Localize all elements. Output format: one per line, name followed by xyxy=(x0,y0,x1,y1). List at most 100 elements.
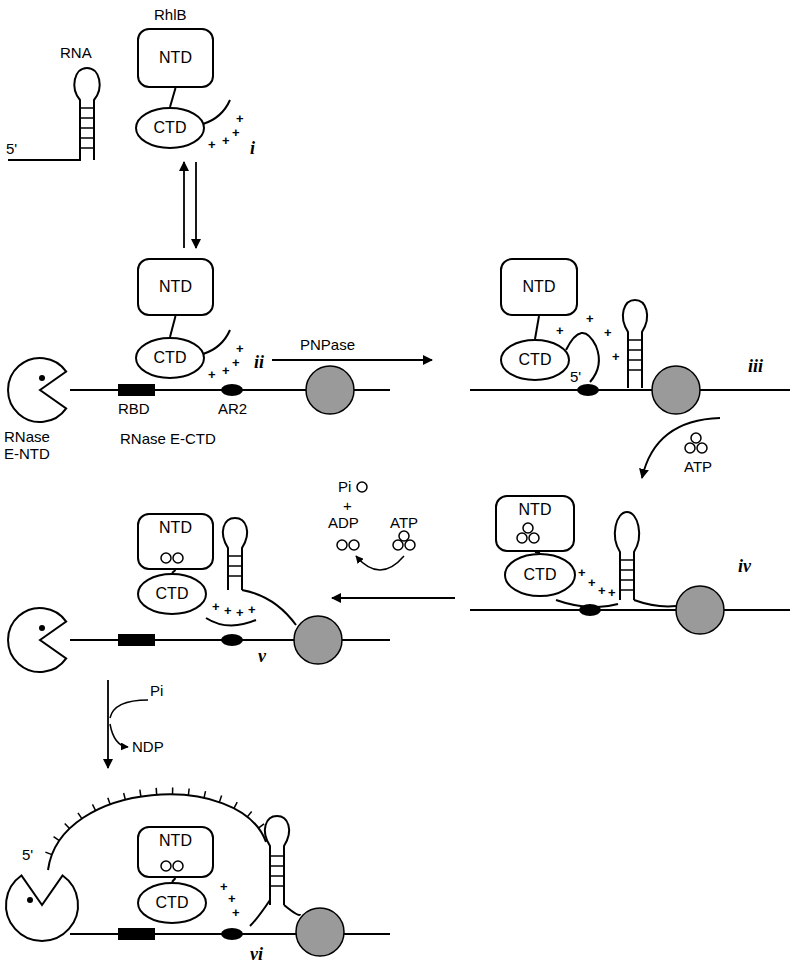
protein-name: RNase E-CTD xyxy=(120,430,216,447)
drawing-stroke xyxy=(161,861,171,871)
ar2-blob xyxy=(577,384,599,396)
drawing-stroke xyxy=(628,339,642,341)
rna-hairpin xyxy=(265,816,289,905)
drawing-stroke xyxy=(80,147,94,149)
pacman-eye xyxy=(39,625,45,631)
linker-line xyxy=(535,316,539,339)
pnpase-shape xyxy=(652,366,700,414)
pacman-eye xyxy=(27,897,33,903)
drawing-stroke xyxy=(270,885,284,887)
step-arrow xyxy=(107,680,109,768)
drawing-stroke xyxy=(124,793,126,800)
charge-sign: + xyxy=(612,350,620,363)
pnpase-shape xyxy=(294,616,342,664)
ndp-out-arrow xyxy=(110,724,128,747)
hydrolysis-arrow xyxy=(356,556,404,570)
charge-sign: + xyxy=(248,603,256,616)
ctd-domain: CTD xyxy=(137,882,207,924)
pi-in-arrow xyxy=(110,700,148,718)
base-pairs xyxy=(228,556,242,576)
charge-sign: + xyxy=(578,566,586,579)
drawing-stroke xyxy=(183,162,185,248)
drawing-stroke xyxy=(399,531,409,541)
linker-line xyxy=(535,552,540,553)
ar2-blob xyxy=(221,384,243,396)
ar2-blob xyxy=(221,634,243,646)
domain-label: CTD xyxy=(156,585,189,603)
rbd-block xyxy=(118,634,155,646)
ctd-tail xyxy=(206,618,256,626)
ntd-domain: NTD xyxy=(137,258,214,316)
plus-sign: + xyxy=(343,497,352,514)
protein-name: RhlB xyxy=(154,6,187,23)
rna-strand xyxy=(634,600,676,606)
drawing-stroke xyxy=(620,569,634,571)
rna-hairpin xyxy=(8,68,100,160)
drawing-stroke xyxy=(228,575,242,577)
drawing-stroke xyxy=(620,579,634,581)
drawing-stroke xyxy=(258,824,264,828)
charge-sign: + xyxy=(604,326,612,339)
ar2-blob xyxy=(221,928,243,940)
linker-line xyxy=(170,88,176,107)
charge-sign: + xyxy=(236,112,244,125)
drawing-stroke xyxy=(155,788,157,795)
end-label: 5' xyxy=(570,368,581,385)
ctd-domain: CTD xyxy=(504,553,576,597)
ctd-tail xyxy=(250,900,270,926)
drawing-stroke xyxy=(337,540,347,550)
charge-sign: + xyxy=(208,138,216,151)
charge-sign: + xyxy=(232,356,240,369)
panel-i xyxy=(8,68,230,160)
domain-label: NTD xyxy=(159,49,192,67)
panel-number: iv xyxy=(738,556,751,577)
nucleotide-name: ATP xyxy=(390,514,418,531)
rna-loop xyxy=(48,794,266,870)
pnpase-shape xyxy=(676,586,724,634)
protein-name: RNase E-NTD xyxy=(4,428,68,463)
region-name: AR2 xyxy=(218,400,247,417)
domain-label: NTD xyxy=(159,832,192,850)
rna-hairpin xyxy=(615,512,639,600)
charge-sign: + xyxy=(220,880,228,893)
ctd-tail xyxy=(203,100,230,124)
nucleotide-name: Pi xyxy=(338,478,351,495)
drawing-stroke xyxy=(517,533,527,543)
linker-line xyxy=(172,570,176,573)
drawing-stroke xyxy=(620,589,634,591)
end-label: 5' xyxy=(22,846,33,863)
drawing-stroke xyxy=(219,796,221,803)
drawing-stroke xyxy=(270,855,284,857)
charge-sign: + xyxy=(222,134,230,147)
drawing-stroke xyxy=(393,540,403,550)
ntd-domain: NTD xyxy=(495,495,575,552)
adp-bound xyxy=(161,553,183,563)
drawing-stroke xyxy=(529,533,539,543)
drawing-stroke xyxy=(80,117,94,119)
drawing-stroke xyxy=(140,790,141,797)
rna-strand xyxy=(284,905,300,915)
drawing-stroke xyxy=(204,791,205,798)
drawing-stroke xyxy=(628,369,642,371)
drawing-stroke xyxy=(405,540,415,550)
ellipse-outline xyxy=(136,338,204,378)
rna-hairpin xyxy=(623,300,647,388)
drawing-stroke xyxy=(685,443,695,453)
drawing-stroke xyxy=(691,433,701,443)
drawing-stroke xyxy=(697,443,707,453)
domain-label: CTD xyxy=(154,349,187,367)
ctd-domain: CTD xyxy=(500,339,570,381)
panel-number: vi xyxy=(250,944,263,965)
nucleotide-name: NDP xyxy=(132,738,164,755)
charge-sign: + xyxy=(608,586,616,599)
drawing-stroke xyxy=(620,559,634,561)
ntd-domain: NTD xyxy=(137,28,214,88)
drawing-stroke xyxy=(173,553,183,563)
ellipse-outline xyxy=(138,574,206,614)
ar2-blob xyxy=(579,604,601,616)
panel-iv xyxy=(470,512,790,610)
domain-label: CTD xyxy=(519,351,552,369)
ctd-domain: CTD xyxy=(135,107,205,149)
